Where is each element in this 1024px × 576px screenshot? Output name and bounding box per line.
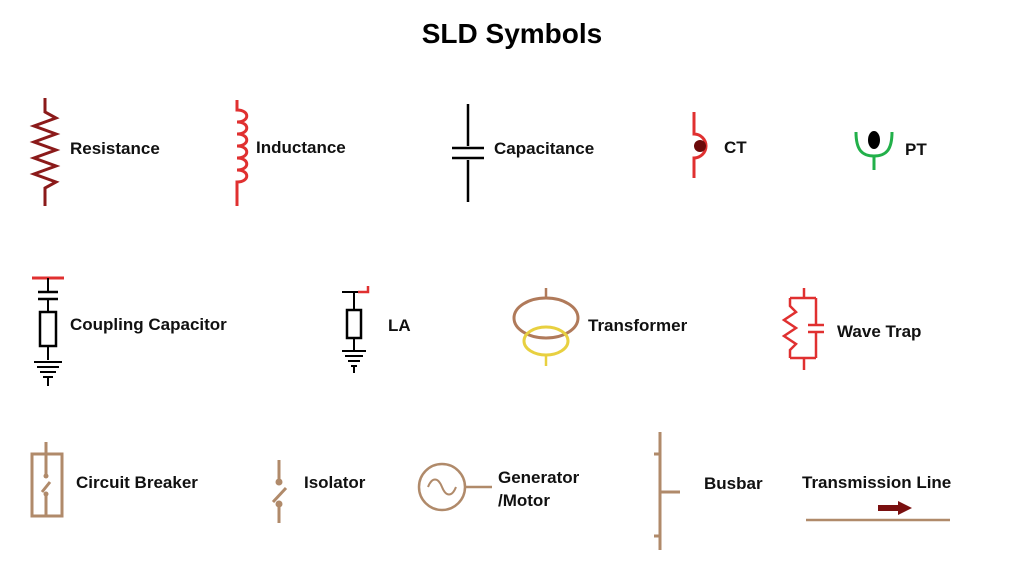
label-pt: PT <box>905 140 927 159</box>
label-circuit-breaker: Circuit Breaker <box>76 473 198 492</box>
ct-icon <box>692 112 708 178</box>
coupling-capacitor-icon <box>32 276 64 386</box>
capacitor-icon <box>452 104 484 202</box>
label-busbar: Busbar <box>704 474 763 493</box>
resistance-icon <box>29 98 61 206</box>
label-wave-trap: Wave Trap <box>837 322 922 341</box>
label-generator-motor: Generator /Motor <box>498 468 580 510</box>
transmission-line-icon <box>806 501 950 522</box>
pt-icon <box>854 131 894 170</box>
label-la: LA <box>388 316 411 335</box>
label-transmission-line: Transmission Line <box>802 473 952 492</box>
inductance-icon <box>235 100 249 206</box>
isolator-icon <box>271 460 288 523</box>
label-ct: CT <box>724 138 747 157</box>
label-coupling-capacitor: Coupling Capacitor <box>70 315 227 334</box>
busbar-icon <box>654 432 680 550</box>
label-transformer: Transformer <box>588 316 688 335</box>
lightning-arrester-icon <box>342 286 370 373</box>
generator-motor-icon <box>417 462 492 512</box>
page-title: SLD Symbols <box>421 18 603 49</box>
circuit-breaker-icon <box>30 442 64 518</box>
transformer-icon <box>512 288 580 366</box>
wave-trap-icon <box>781 288 824 370</box>
label-capacitance: Capacitance <box>494 139 595 158</box>
label-isolator: Isolator <box>304 473 366 492</box>
label-resistance: Resistance <box>70 139 160 158</box>
label-inductance: Inductance <box>256 138 346 157</box>
